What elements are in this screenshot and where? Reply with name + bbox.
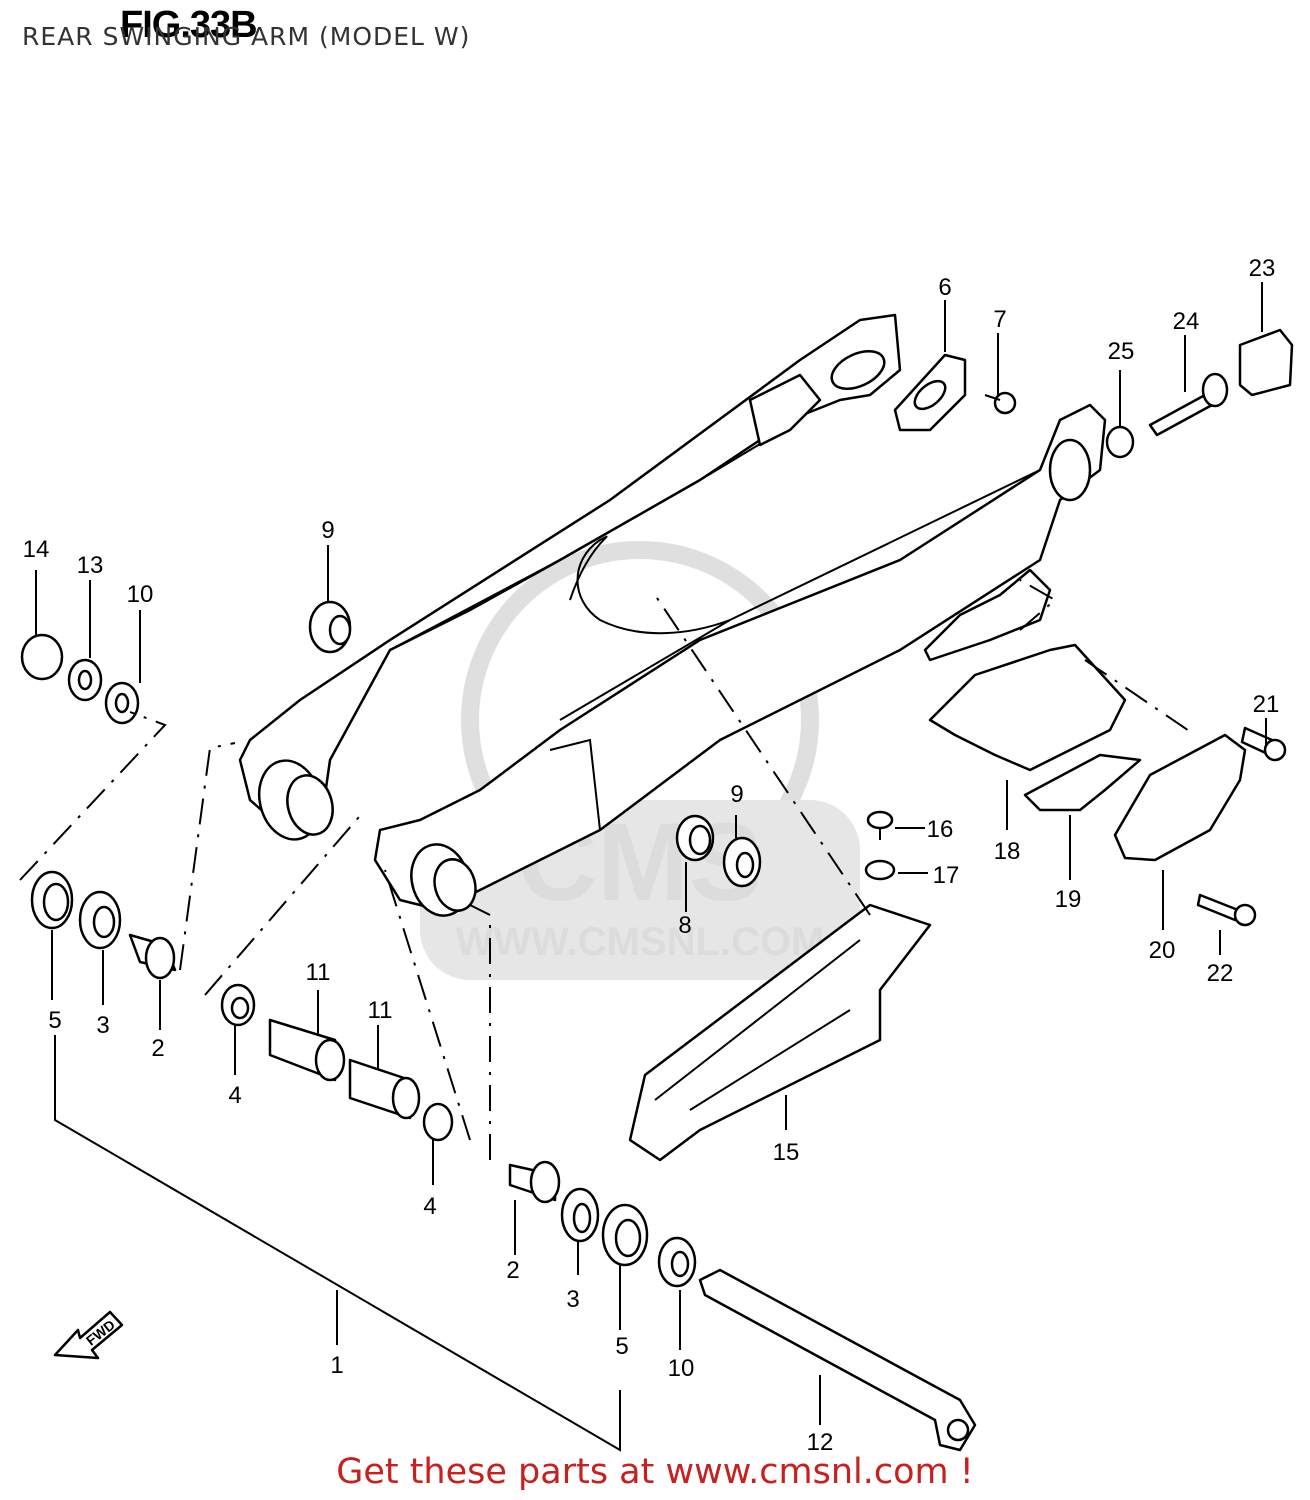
callout-25: 25 <box>1108 338 1135 365</box>
part-10-washer-2 <box>657 1236 697 1288</box>
part-23-clip <box>1238 328 1294 397</box>
callout-21: 21 <box>1253 691 1280 718</box>
callout-14: 14 <box>23 536 50 563</box>
part-2-bearing <box>128 933 177 980</box>
callout-11: 11 <box>306 959 331 986</box>
callout-5: 5 <box>615 1333 628 1360</box>
part-2-bearing-2 <box>508 1160 561 1204</box>
callout-16: 16 <box>927 816 954 843</box>
callout-19: 19 <box>1055 886 1082 913</box>
part-14-nut <box>20 633 64 681</box>
callout-13: 13 <box>77 552 104 579</box>
part-15-chain-slider <box>628 903 932 1162</box>
part-3-washer <box>78 890 122 950</box>
part-13-washer <box>67 658 103 702</box>
part-3-washer-2 <box>560 1187 600 1243</box>
callout-22: 22 <box>1207 960 1234 987</box>
callout-9: 9 <box>730 781 743 808</box>
callout-4: 4 <box>423 1193 436 1220</box>
callout-3: 3 <box>96 1012 109 1039</box>
part-12-axle <box>698 1268 977 1452</box>
callout-17: 17 <box>933 862 960 889</box>
part-4-bushing-2 <box>422 1102 454 1142</box>
callout-11: 11 <box>368 997 393 1024</box>
part-6-plate <box>893 353 967 432</box>
part-18-guard <box>928 643 1127 772</box>
part-21-bolt <box>1240 726 1287 762</box>
part-22-bolt <box>1196 893 1257 927</box>
footer-promo-text: Get these parts at www.cmsnl.com ! <box>336 1452 974 1492</box>
part-19-guide <box>1023 753 1142 812</box>
callout-numbers: 1 2 2 3 3 4 4 5 5 6 7 8 9 9 10 10 11 11 … <box>23 255 1280 1456</box>
part-11-collar <box>268 1018 346 1082</box>
callout-3: 3 <box>566 1286 579 1313</box>
part-11-collar-2 <box>348 1058 421 1120</box>
watermark-url: WWW.CMSNL.COM <box>456 920 825 964</box>
part-24-bolt <box>1148 372 1229 437</box>
callout-1: 1 <box>330 1352 343 1379</box>
callout-5: 5 <box>48 1007 61 1034</box>
callout-24: 24 <box>1173 308 1200 335</box>
callout-10: 10 <box>127 581 154 608</box>
part-5-seal-2 <box>601 1203 649 1267</box>
part-7-screw <box>984 391 1017 415</box>
part-5-seal <box>30 870 74 930</box>
callout-9: 9 <box>321 517 334 544</box>
part-17-washer <box>864 859 896 881</box>
callout-10: 10 <box>668 1355 695 1382</box>
callout-7: 7 <box>993 306 1006 333</box>
callout-18: 18 <box>994 838 1021 865</box>
diagram-subtitle: REAR SWINGING ARM (MODEL W) <box>22 22 471 51</box>
callout-15: 15 <box>773 1139 800 1166</box>
callout-4: 4 <box>228 1082 241 1109</box>
callout-20: 20 <box>1149 937 1176 964</box>
part-20-plate <box>1113 733 1247 862</box>
callout-2: 2 <box>151 1035 164 1062</box>
figure-label: FIG.33B <box>120 4 258 46</box>
leader-lines <box>19 282 1267 1452</box>
swing-arm <box>238 313 1107 917</box>
callout-12: 12 <box>807 1429 834 1456</box>
part-25-nut <box>1105 425 1135 459</box>
callout-8: 8 <box>678 912 691 939</box>
part-4-bushing <box>220 983 256 1027</box>
forward-direction-arrow-icon: FWD <box>53 1310 124 1360</box>
part-16-screw <box>866 810 894 840</box>
callout-23: 23 <box>1249 255 1276 282</box>
part-10-washer <box>104 681 140 725</box>
part-9-bushing <box>308 600 352 654</box>
callout-2: 2 <box>506 1257 519 1284</box>
part-9-bushing-lower <box>722 836 762 888</box>
callout-6: 6 <box>938 274 951 301</box>
part-8-bearing <box>675 814 715 862</box>
